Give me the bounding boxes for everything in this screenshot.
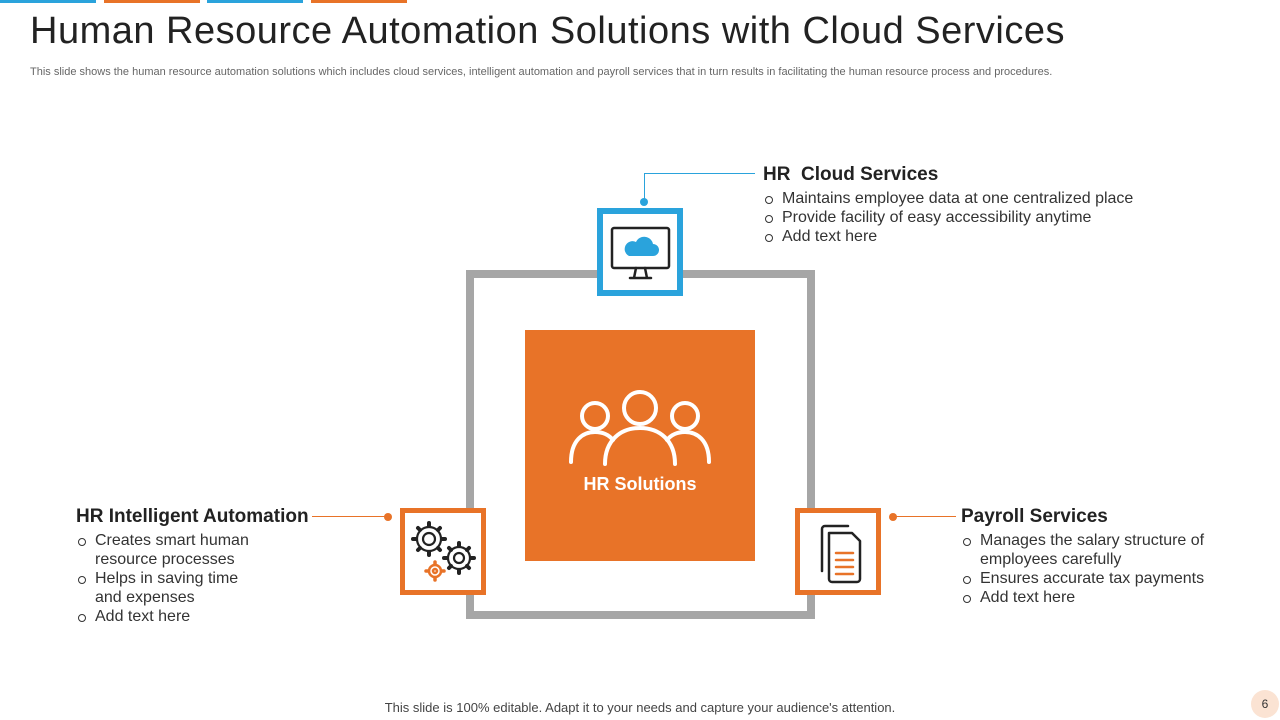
- list-item: Maintains employee data at one centraliz…: [763, 189, 1163, 208]
- payroll-connector: [893, 516, 956, 517]
- cloud-connector-v: [644, 173, 645, 201]
- people-group-icon: [569, 390, 711, 466]
- cloud-services-bullets: Maintains employee data at one centraliz…: [763, 189, 1163, 246]
- list-item: Provide facility of easy accessibility a…: [763, 208, 1163, 227]
- cloud-connector-dot: [640, 198, 648, 206]
- automation-bullets: Creates smart human resource processes H…: [76, 531, 266, 626]
- footer-note: This slide is 100% editable. Adapt it to…: [384, 700, 896, 715]
- cloud-connector-h: [644, 173, 755, 174]
- slide-title: Human Resource Automation Solutions with…: [30, 10, 1066, 52]
- list-item: Manages the salary structure of employee…: [961, 531, 1211, 569]
- payroll-bullets: Manages the salary structure of employee…: [961, 531, 1211, 607]
- slide-subtitle: This slide shows the human resource auto…: [30, 66, 1053, 78]
- page-number: 6: [1251, 690, 1279, 718]
- list-item: Add text here: [76, 607, 266, 626]
- payroll-connector-dot: [889, 513, 897, 521]
- hr-solutions-box: HR Solutions: [525, 330, 755, 561]
- gears-icon: [411, 521, 476, 582]
- payroll-icon-box: [795, 508, 881, 595]
- automation-icon-box: [400, 508, 486, 595]
- hr-solutions-label: HR Solutions: [583, 474, 697, 494]
- accent-bar-1: [0, 0, 96, 3]
- list-item: Creates smart human resource processes: [76, 531, 266, 569]
- documents-icon: [820, 524, 862, 584]
- payroll-heading: Payroll Services: [961, 506, 1108, 527]
- cloud-services-heading: HR Cloud Services: [763, 164, 939, 185]
- accent-bar-3: [207, 0, 303, 3]
- cloud-services-icon-box: [597, 208, 683, 296]
- list-item: Add text here: [763, 227, 1163, 246]
- automation-connector-dot: [384, 513, 392, 521]
- list-item: Helps in saving time and expenses: [76, 569, 266, 607]
- accent-bar-2: [104, 0, 200, 3]
- accent-bar-4: [311, 0, 407, 3]
- automation-heading: HR Intelligent Automation: [76, 506, 309, 527]
- automation-connector: [312, 516, 390, 517]
- cloud-monitor-icon: [610, 226, 671, 280]
- list-item: Add text here: [961, 588, 1211, 607]
- list-item: Ensures accurate tax payments: [961, 569, 1211, 588]
